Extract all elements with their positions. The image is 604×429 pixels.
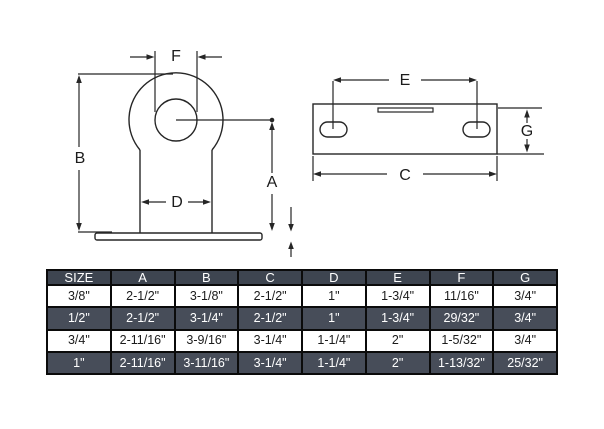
column-header-size: SIZE [46,269,112,286]
base-plate-front [94,232,263,241]
dimension-b: B [75,73,173,233]
dim-label-d: D [171,194,183,211]
table-cell: 1" [46,350,112,376]
dimension-table: SIZE A B C D E F G 3/8" 2-1/2" 3-1/8" 2-… [46,269,558,376]
table-row: 1/2" 2-1/2" 3-1/4" 2-1/2" 1" 1-3/4" 29/3… [46,306,558,331]
column-header-a: A [109,269,176,286]
table-cell: 25/32" [492,350,558,376]
dim-label-a: A [267,174,278,191]
table-row: 3/4" 2-11/16" 3-9/16" 3-1/4" 1-1/4" 2" 1… [46,328,558,353]
table-cell: 3/4" [492,283,558,309]
dimension-a: A [176,117,278,231]
dimension-e: E [332,72,478,129]
table-cell: 2-1/2" [237,306,303,331]
table-cell: 3/4" [46,328,112,353]
center-tab [377,107,434,113]
column-header-c: C [237,269,303,286]
table-cell: 1" [301,283,367,309]
dim-label-g: G [521,123,533,140]
table-cell: 2-11/16" [109,328,176,353]
table-cell: 2-1/2" [237,283,303,309]
table-cell: 1/2" [46,306,112,331]
table-cell: 2-11/16" [109,350,176,376]
table-cell: 3-1/4" [237,328,303,353]
column-header-e: E [364,269,431,286]
technical-drawing: F B A [75,48,544,257]
table-header-row: SIZE A B C D E F G [46,269,558,286]
table-cell: 3-9/16" [173,328,240,353]
dim-label-f: F [171,48,181,65]
front-view: F B A [75,48,294,257]
table-cell: 3-1/8" [173,283,240,309]
table-cell: 3/4" [492,328,558,353]
dimension-c: C [312,156,498,184]
boss-circle [128,72,224,151]
base-plate-bottom [312,103,498,155]
table-cell: 3-11/16" [173,350,240,376]
table-cell: 1" [301,306,367,331]
table-cell: 1-1/4" [301,328,367,353]
dimension-g: G [497,107,544,155]
table-cell: 3/4" [492,306,558,331]
table-cell: 2" [364,350,431,376]
column-header-g: G [492,269,558,286]
table-cell: 3-1/4" [173,306,240,331]
dimension-plate-thickness [288,207,294,257]
table-cell: 1-13/32" [428,350,495,376]
table-cell: 2-1/2" [109,283,176,309]
table-cell: 2-1/2" [109,306,176,331]
column-header-b: B [173,269,240,286]
table-cell: 1-3/4" [364,283,431,309]
table-cell: 29/32" [428,306,495,331]
table-row: 1" 2-11/16" 3-11/16" 3-1/4" 1-1/4" 2" 1-… [46,350,558,376]
table-cell: 3/8" [46,283,112,309]
dim-label-b: B [75,150,86,167]
table-cell: 2" [364,328,431,353]
dimension-f: F [130,48,222,112]
table-cell: 1-3/4" [364,306,431,331]
column-header-d: D [301,269,367,286]
dimension-d: D [141,194,211,211]
column-header-f: F [428,269,495,286]
table-cell: 3-1/4" [237,350,303,376]
table-row: 3/8" 2-1/2" 3-1/8" 2-1/2" 1" 1-3/4" 11/1… [46,283,558,309]
dim-label-e: E [400,72,411,89]
table-cell: 11/16" [428,283,495,309]
table-cell: 1-1/4" [301,350,367,376]
dim-label-c: C [399,167,411,184]
table-cell: 1-5/32" [428,328,495,353]
side-view: E G C [312,72,544,184]
